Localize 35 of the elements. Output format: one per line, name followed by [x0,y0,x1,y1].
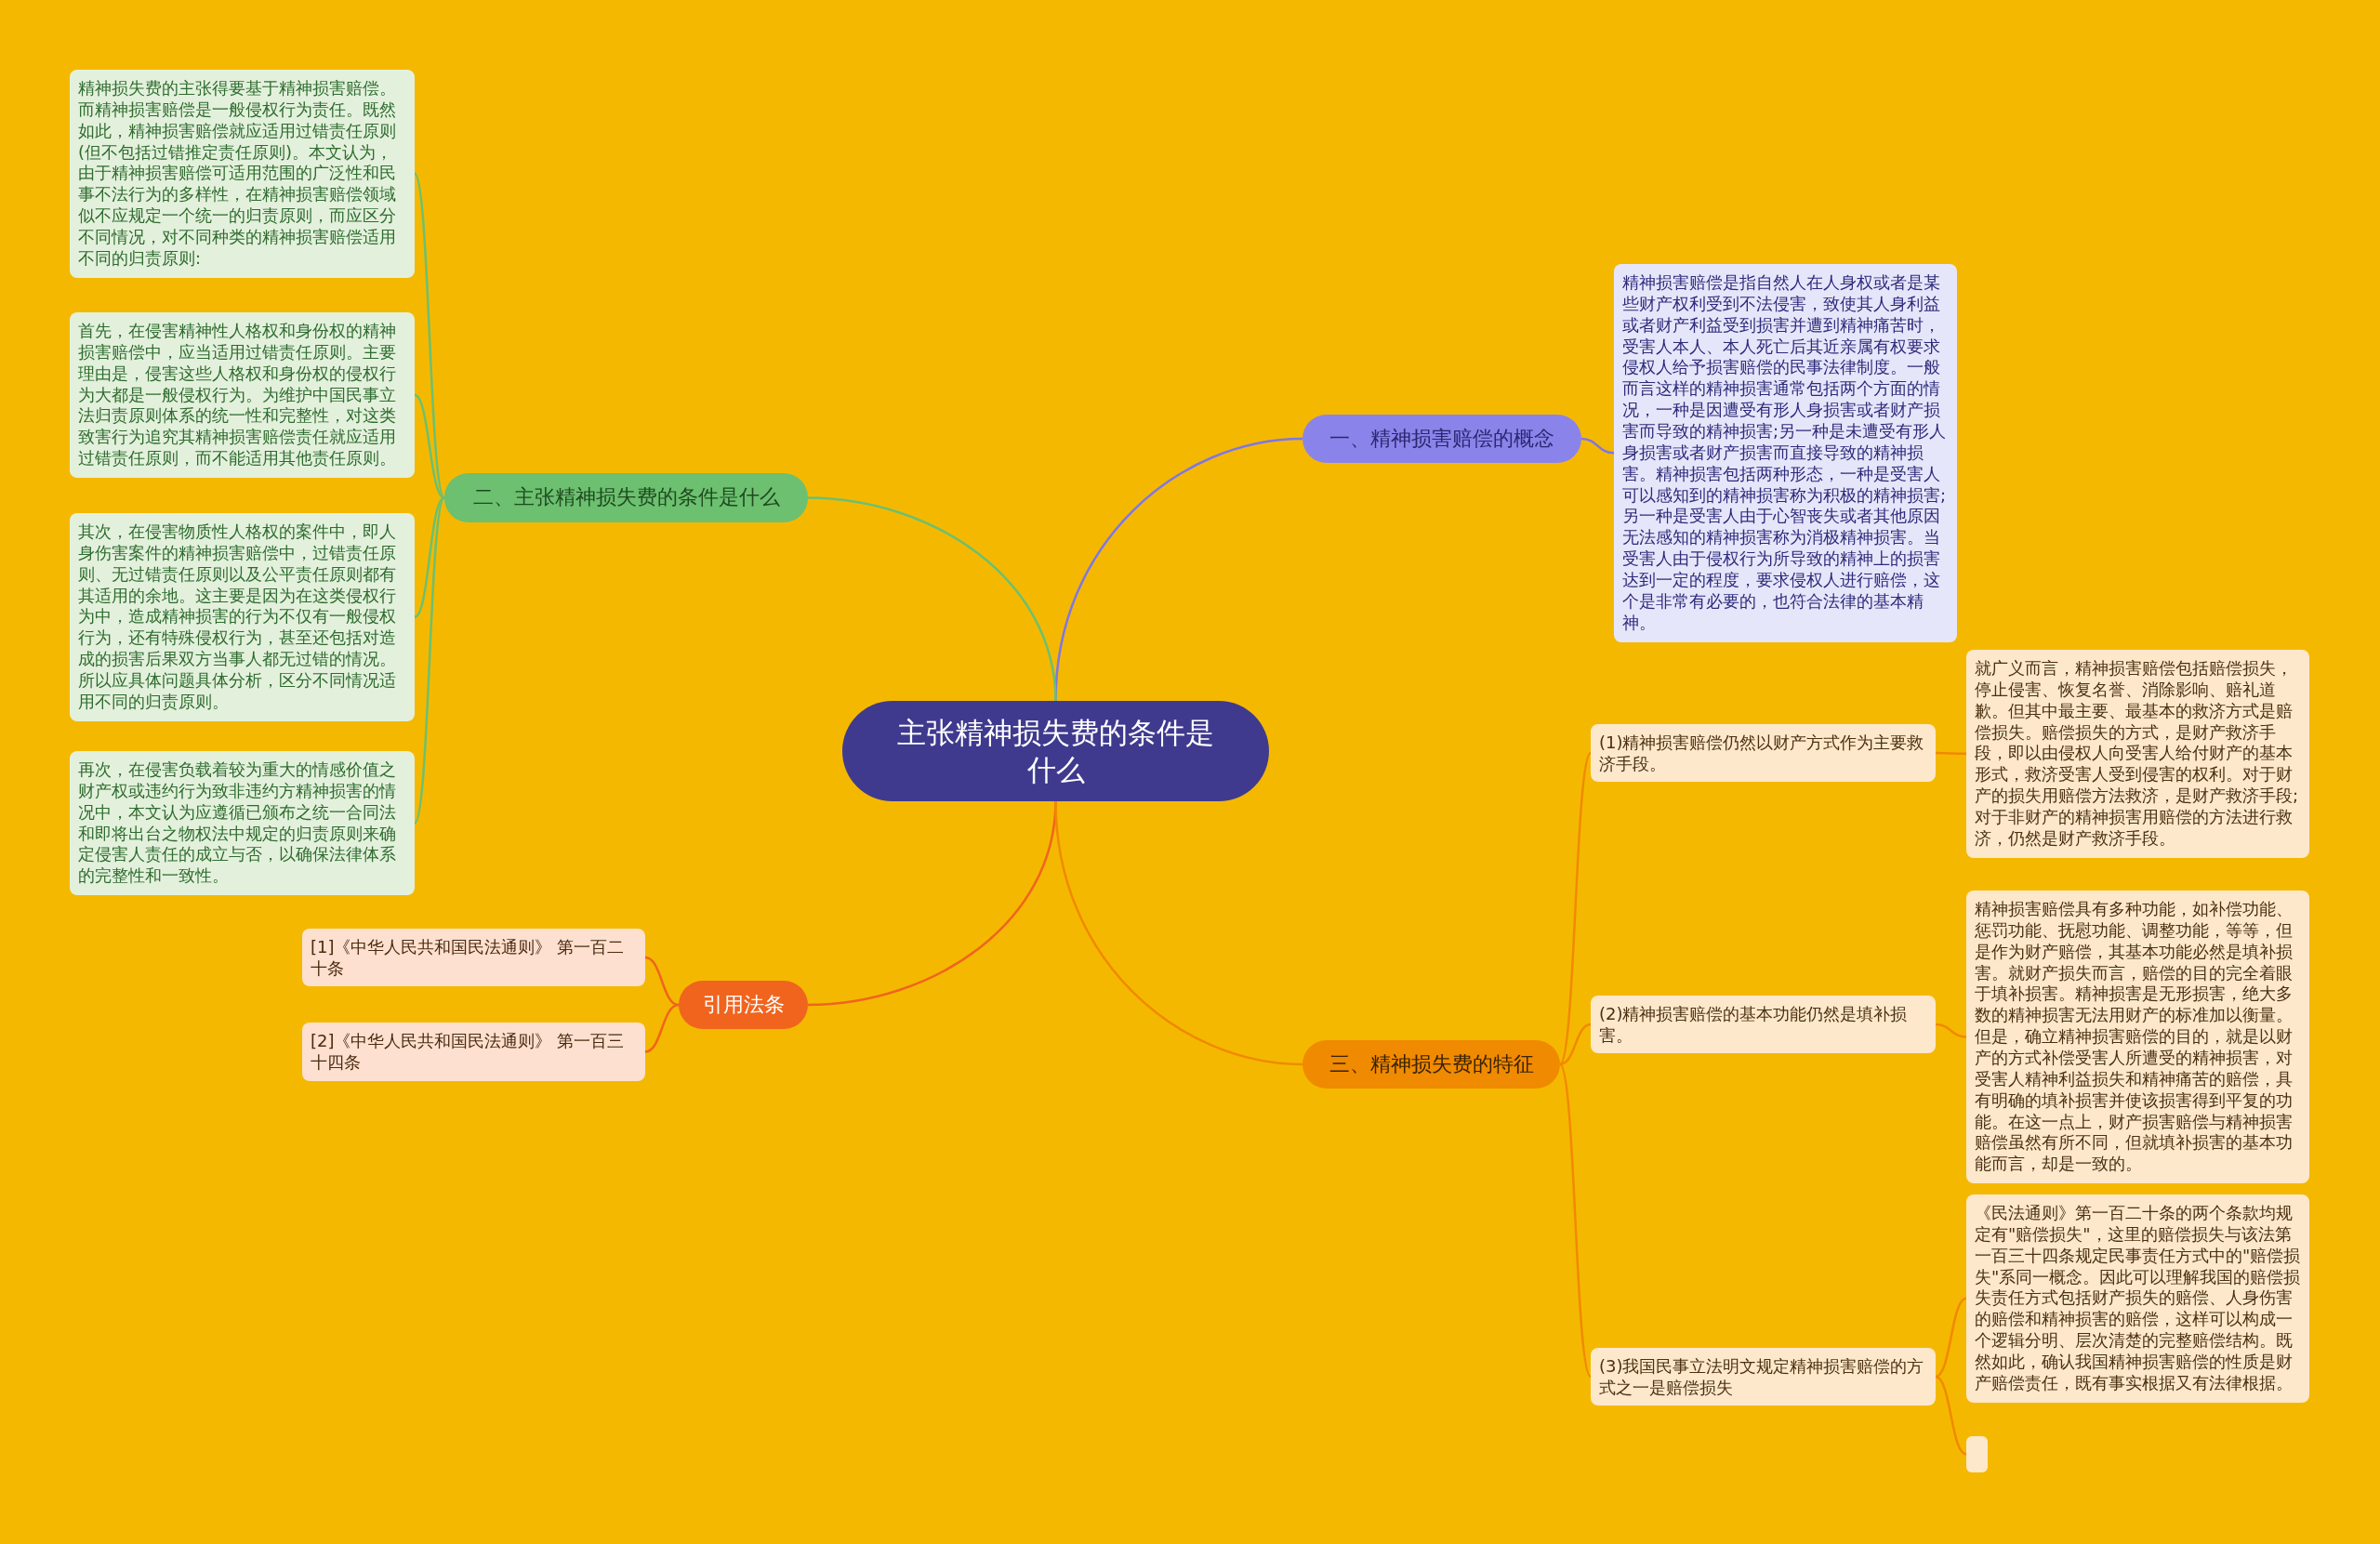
connector-line [1559,1023,1592,1066]
connector-line [413,173,446,499]
connector-line [414,496,445,618]
subtopic-box: (2)精神损害赔偿的基本功能仍然是填补损害。 [1591,996,1936,1053]
connector-line [1558,1063,1593,1378]
note-box: 就广义而言，精神损害赔偿包括赔偿损失，停止侵害、恢复名誉、消除影响、赔礼道歉。但其中最主要、最基本的救济方式是赔偿损失。赔偿损失的方式，是财产救济手段，即以由侵权人向受害人给付财产的基本形式，救济受害人受到侵害的权利。对于财产的损失用赔偿方法救济，是财产救济手段;对于非财产的精神损害用赔偿的方法进行救济，仍然是财产救济手段。 [1966,650,2309,858]
connector-line [1580,437,1615,455]
note-box: 《民法通则》第一百二十条的两个条款均规定有"赔偿损失"，这里的赔偿损失与该法第一百三十四条规定民事责任方式中的"赔偿损失"系同一概念。因此可以理解我国的赔偿损失责任方式包括财产损失的赔偿、人身伤害的赔偿和精神损害的赔偿，这样可以构成一个逻辑分明、层次清楚的完整赔偿结构。既然如此，确认我国精神损害赔偿的性质是财产赔偿责任，既有事实根据又有法律根据。 [1966,1194,2309,1403]
note-box: 其次，在侵害物质性人格权的案件中，即人身伤害案件的精神损害赔偿中，过错责任原则、无过错责任原则以及公平责任原则都有其适用的余地。这主要是因为在这类侵权行为中，造成精神损害的行为不仅有一般侵权行为，还有特殊侵权行为，甚至还包括对造成的损害后果双方当事人都无过错的情况。所以应具体问题具体分析，区分不同情况适用不同的归责原则。 [70,513,415,721]
connector-line [807,496,1057,702]
note-box: 精神损害赔偿是指自然人在人身权或者是某些财产权利受到不法侵害，致使其人身利益或者财产利益受到损害并遭到精神痛苦时，受害人本人、本人死亡后其近亲属有权要求侵权人给予损害赔偿的民事法律制度。一般而言这样的精神损害通常包括两个方面的情况，一种是因遭受有形人身损害或者财产损害而导致的精神损害;另一种是未遭受有形人身损害或者财产损害而直接导致的精神损害。精神损害包括两种形态，一种是受害人可以感知到的精神损害称为积极的精神损害;另一种是受害人由于心智丧失或者其他原因无法感知的精神损害称为消极精神损害。当受害人由于侵权行为所导致的精神上的损害达到一定的程度，要求侵权人进行赔偿，这个是非常有必要的，也符合法律的基本精神。 [1614,264,1957,642]
citation-box: [1]《中华人民共和国民法通则》 第一百二十条 [302,929,645,986]
branch-topic: 一、精神损害赔偿的概念 [1302,415,1581,463]
branch-topic: 二、主张精神损失费的条件是什么 [444,473,808,522]
note-box: 精神损失费的主张得要基于精神损害赔偿。而精神损害赔偿是一般侵权行为责任。既然如此，精神损害赔偿就应适用过错责任原则(但不包括过错推定责任原则)。本文认为，由于精神损害赔偿可适用范围的广泛性和民事不法行为的多样性，在精神损害赔偿领域似不应规定一个统一的归责原则，而应区分不同情况，对不同种类的精神损害赔偿适用不同的归责原则: [70,70,415,278]
connector-line [1054,800,1303,1066]
connector-line [1935,1297,1967,1379]
note-box: 再次，在侵害负载着较为重大的情感价值之财产权或违约行为致非违约方精神损害的情况中，本文认为应遵循已颁布之统一合同法和即将出台之物权法中规定的归责原则来确定侵害人责任的成立与否，以确保法律体系的完整性和一致性。 [70,751,415,896]
connector-line [644,956,680,1007]
subtopic-box: (1)精神损害赔偿仍然以财产方式作为主要救济手段。 [1591,724,1936,782]
empty-box [1966,1436,1988,1472]
connector-line [1935,1023,1967,1038]
citation-box: [2]《中华人民共和国民法通则》 第一百三十四条 [302,1023,645,1081]
branch-topic: 引用法条 [679,981,808,1029]
central-topic: 主张精神损失费的条件是什么 [842,701,1269,801]
connector-line [1935,1375,1967,1456]
connector-line [413,496,446,825]
connector-line [414,393,445,499]
note-box: 精神损害赔偿具有多种功能，如补偿功能、惩罚功能、抚慰功能、调整功能，等等，但是作为财产赔偿，其基本功能必然是填补损害。就财产损失而言，赔偿的目的完全着眼于填补损害。精神损害是无形损害，绝大多数的精神损害无法用财产的标准加以衡量。但是，确立精神损害赔偿的目的，就是以财产的方式补偿受害人所遭受的精神损害，对受害人精神利益损失和精神痛苦的赔偿，具有明确的填补损害并使该损害得到平复的功能。在这一点上，财产损害赔偿与精神损害赔偿虽然有所不同，但就填补损害的基本功能而言，却是一致的。 [1966,891,2309,1184]
connector-line [1936,751,1966,756]
note-box: 首先，在侵害精神性人格权和身份权的精神损害赔偿中，应当适用过错责任原则。主要理由是，侵害这些人格权和身份权的侵权行为大都是一般侵权行为。为维护中国民事立法归责原则体系的统一性和完整性，对这类致害行为追究其精神损害赔偿责任就应适用过错责任原则，而不能适用其他责任原则。 [70,312,415,478]
subtopic-box: (3)我国民事立法明文规定精神损害赔偿的方式之一是赔偿损失 [1591,1348,1936,1405]
connector-line [1558,752,1593,1065]
branch-topic: 三、精神损失费的特征 [1302,1040,1560,1089]
connector-line [644,1003,680,1053]
